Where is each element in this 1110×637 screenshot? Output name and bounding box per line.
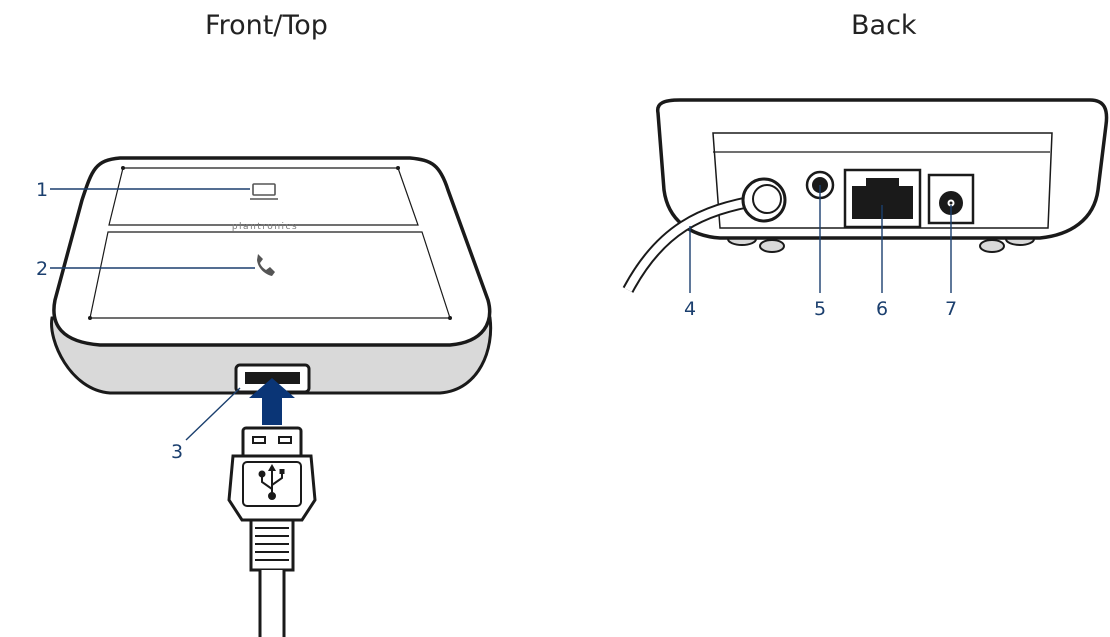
brand-text: plantronics bbox=[232, 222, 298, 232]
callout-1: 1 bbox=[36, 179, 48, 201]
callout-line-3 bbox=[185, 387, 241, 441]
front-callouts bbox=[50, 188, 255, 441]
usb-plug bbox=[227, 426, 317, 637]
callout-5: 5 bbox=[814, 298, 826, 320]
back-heading: Back bbox=[851, 10, 917, 41]
computer-icon bbox=[250, 183, 278, 200]
phone-icon bbox=[257, 254, 275, 276]
callout-6: 6 bbox=[876, 298, 888, 320]
callout-4: 4 bbox=[684, 298, 696, 320]
callout-7: 7 bbox=[945, 298, 957, 320]
usb-symbol-icon bbox=[258, 464, 285, 500]
callout-2: 2 bbox=[36, 258, 48, 280]
insert-arrow bbox=[249, 378, 295, 425]
cable bbox=[622, 177, 787, 293]
front-top-heading: Front/Top bbox=[205, 10, 328, 41]
callout-3: 3 bbox=[171, 441, 183, 463]
back-callouts bbox=[689, 185, 952, 293]
base-station-front: plantronics bbox=[50, 156, 493, 395]
